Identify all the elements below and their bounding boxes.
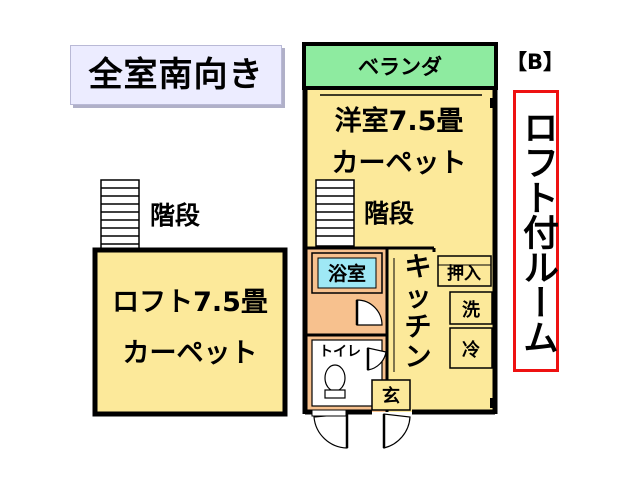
entrance-area (371, 379, 411, 411)
kitchen-char-4: ン (405, 342, 432, 373)
front-door (382, 413, 411, 449)
side-door (313, 413, 349, 449)
storage-label: 押入 (447, 263, 481, 284)
washer-label: 洗 (462, 299, 480, 321)
loft-stairs-label: 階段 (150, 201, 200, 230)
loft-area (92, 247, 288, 417)
loft-label: ロフト7.5畳 (112, 287, 268, 318)
room-type-title: ロフト付ルーム (513, 90, 559, 372)
balcony-area (302, 42, 498, 90)
plan-label: 【B】 (506, 50, 565, 74)
western-room-flooring-label: カーペット (332, 148, 467, 179)
entrance-label: 玄 (382, 385, 400, 407)
toilet-door (366, 347, 387, 371)
storage-area (437, 255, 492, 287)
kitchen-char-1: キ (405, 252, 432, 283)
toilet-label: トイレ (319, 344, 361, 360)
western-room-label: 洋室7.5畳 (335, 105, 464, 137)
washer-area (449, 291, 493, 325)
main-stairs-label: 階段 (364, 199, 414, 228)
toilet-icon (324, 364, 346, 399)
orientation-badge: 全室南向き (70, 45, 282, 105)
loft-stairs (100, 179, 140, 251)
loft-plan: 階段 ロフト7.5畳 カーペット (92, 179, 288, 417)
fridge-label: 冷 (462, 339, 480, 361)
bath-door (355, 299, 383, 326)
bath-area (317, 257, 377, 289)
kitchen-char-2: ッ (405, 282, 432, 313)
main-plan: ベランダ 洋室7.5畳 カーペット 階段 浴室 (302, 42, 498, 449)
balcony-label: ベランダ (358, 55, 442, 79)
kitchen-label: キッチン (405, 252, 432, 373)
kitchen-char-3: チ (405, 312, 432, 343)
loft-flooring-label: カーペット (123, 338, 258, 369)
fridge-area (449, 327, 493, 369)
bath-label: 浴室 (328, 262, 366, 285)
main-stairs (315, 179, 355, 247)
